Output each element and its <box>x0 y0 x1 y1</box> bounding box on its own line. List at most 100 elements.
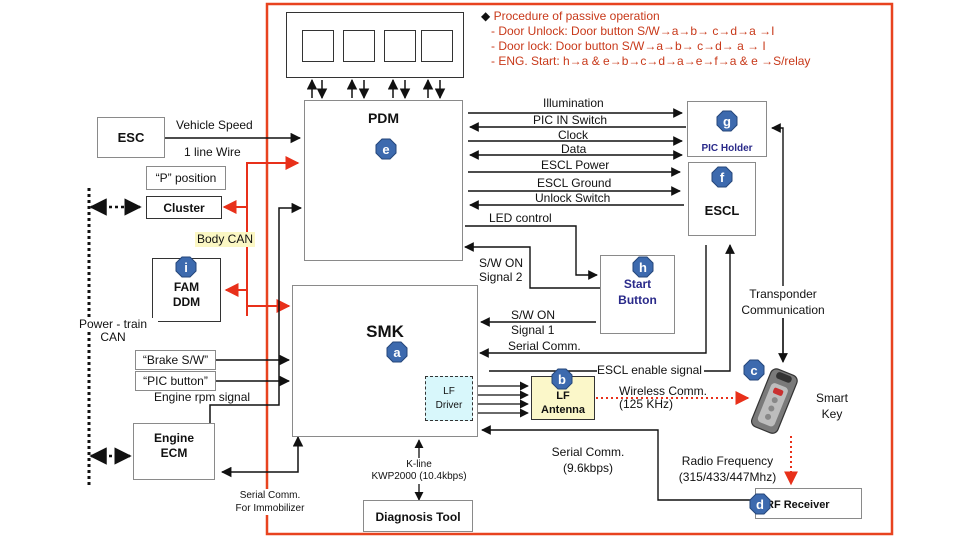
badge-i: i <box>175 256 197 278</box>
lf-driver-block: LF Driver <box>425 376 473 421</box>
powertrain-can-label: Power - train CAN <box>68 318 158 344</box>
powertrain-label-2: CAN <box>100 330 126 344</box>
immobilizer-serial-line <box>220 435 304 478</box>
led-control-label: LED control <box>489 211 552 225</box>
radio-line2: (315/433/447Mhz) <box>678 470 777 484</box>
wireless-line1: Wireless Comm. <box>619 384 708 398</box>
procedure-step-door-lock: - Door lock: Door button S/W→a→b→ c→d→ a… <box>491 39 766 53</box>
transponder-label: Transponder Communication <box>733 286 833 318</box>
svg-text:b: b <box>558 372 566 387</box>
relay-icon <box>302 30 334 62</box>
svg-text:g: g <box>723 114 731 129</box>
engine-ecm-block: Engine ECM <box>133 423 215 480</box>
pic-holder-label: PIC Holder <box>701 143 753 154</box>
procedure-title: Procedure of passive operation <box>493 9 660 23</box>
escl-ground-label: ESCL Ground <box>537 176 612 190</box>
procedure-panel: ◆ Procedure of passive operation - Door … <box>481 9 810 69</box>
badge-f: f <box>711 166 733 188</box>
escl-label: ESCL <box>704 203 740 218</box>
serial-96-line2: (9.6kbps) <box>562 461 614 475</box>
badge-h: h <box>632 256 654 278</box>
p-position-block: “P” position <box>146 166 226 190</box>
kline-label: K-line KWP2000 (10.4kbps) <box>355 459 483 483</box>
badge-b: b <box>551 368 573 390</box>
rf-receiver-block: RF Receiver <box>755 488 862 519</box>
serial-96-label: Serial Comm. (9.6kbps) <box>543 444 633 476</box>
badge-d: d <box>749 493 771 515</box>
pdm-label: PDM <box>367 110 400 126</box>
serial-96-line1: Serial Comm. <box>551 445 625 459</box>
radio-line1: Radio Frequency <box>681 454 774 468</box>
p-position-label: “P” position <box>155 171 217 185</box>
engine-rpm-label: Engine rpm signal <box>154 390 251 404</box>
system-boundary-frame <box>265 2 894 536</box>
radio-frequency-label: Radio Frequency (315/433/447Mhz) <box>670 453 785 485</box>
button-label: Button <box>618 293 657 307</box>
pdm-block: PDM <box>304 100 463 261</box>
svg-text:d: d <box>756 497 764 512</box>
ecm-label: ECM <box>160 446 188 460</box>
relay-icon <box>421 30 453 62</box>
lf-antenna-label-2: Antenna <box>541 404 585 416</box>
sw-on-1-line1: S/W ON <box>511 308 555 322</box>
sw-on-signal-2-label: S/W ON Signal 2 <box>479 256 523 284</box>
diagnosis-tool-block: Diagnosis Tool <box>363 500 473 532</box>
diagnosis-tool-label: Diagnosis Tool <box>375 510 461 524</box>
immobilizer-label-1: Serial Comm. <box>239 490 301 501</box>
sw-on-2-line1: S/W ON <box>479 256 523 270</box>
sw-on-2-line2: Signal 2 <box>479 270 523 284</box>
clock-label: Clock <box>558 128 589 142</box>
data-label: Data <box>561 142 587 156</box>
svg-text:i: i <box>184 260 188 275</box>
pic-button-block: “PIC button” <box>135 371 216 391</box>
pic-holder-block: PIC Holder <box>687 101 767 157</box>
escl-enable-label: ESCL enable signal <box>597 363 704 377</box>
one-line-wire-label: 1 line Wire <box>184 145 241 159</box>
esc-block: ESC <box>97 117 165 158</box>
key-label: Key <box>821 407 843 421</box>
procedure-step-door-unlock: - Door Unlock: Door button S/W→a→b→ c→d→… <box>491 24 775 38</box>
smk-label: SMK <box>366 322 404 341</box>
vehicle-speed-label: Vehicle Speed <box>176 118 253 132</box>
smart-key-icon <box>750 368 798 434</box>
start-label: Start <box>623 277 652 291</box>
svg-text:h: h <box>639 260 647 275</box>
kline-line2: KWP2000 (10.4kbps) <box>371 471 467 482</box>
pdm-signal-lines <box>464 108 788 372</box>
svg-text:f: f <box>720 170 725 185</box>
relay-panel <box>286 12 464 78</box>
transponder-line1: Transponder <box>749 287 817 301</box>
lf-antenna-label-1: LF <box>556 390 570 402</box>
immobilizer-label: Serial Comm. For Immobilizer <box>225 489 315 515</box>
kline-line1: K-line <box>406 459 432 470</box>
rf-receiver-label: RF Receiver <box>766 499 830 511</box>
sw-on-1-line2: Signal 1 <box>511 323 555 337</box>
smart-label: Smart <box>815 391 848 405</box>
immobilizer-label-2: For Immobilizer <box>235 503 305 514</box>
brake-sw-label: “Brake S/W” <box>142 353 209 367</box>
smart-key-label: Smart Key <box>812 390 852 422</box>
pic-button-label: “PIC button” <box>143 374 208 388</box>
wireless-comm-label: Wireless Comm. (125 KHz) <box>619 385 707 411</box>
lf-driver-label-2: Driver <box>435 400 463 411</box>
relay-icon <box>384 30 416 62</box>
procedure-step-engine-start: - ENG. Start: h→a & e→b→c→d→a→e→f→a & e … <box>491 54 811 68</box>
badge-c: c <box>743 359 765 381</box>
cluster-block: Cluster <box>146 196 222 219</box>
unlock-switch-label: Unlock Switch <box>535 191 611 205</box>
transponder-line2: Communication <box>741 303 825 317</box>
ddm-label: DDM <box>172 295 201 309</box>
relay-icon <box>343 30 375 62</box>
svg-text:c: c <box>750 363 757 378</box>
lf-driver-antenna-lines <box>474 381 529 418</box>
engine-rpm-line <box>209 202 303 423</box>
engine-label: Engine <box>153 431 194 445</box>
cluster-label: Cluster <box>163 201 205 215</box>
brake-sw-block: “Brake S/W” <box>135 350 216 370</box>
body-can-label: Body CAN <box>195 232 256 247</box>
sw-on-signal-1-label: S/W ON Signal 1 <box>511 308 555 338</box>
badge-a: a <box>386 341 408 363</box>
badge-e: e <box>375 138 397 160</box>
